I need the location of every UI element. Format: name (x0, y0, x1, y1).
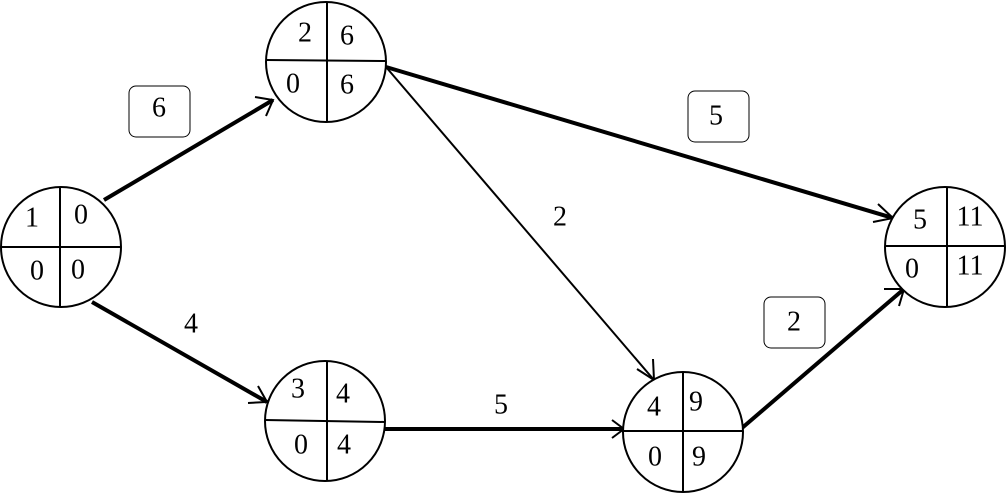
node-5: 5 11 0 11 (884, 186, 1006, 308)
node-slack: 0 (30, 255, 44, 286)
edge-labels: 6 4 5 2 5 2 (128, 85, 826, 420)
node-slack: 0 (286, 68, 300, 99)
edge-label-2-5: 5 (687, 90, 750, 143)
node-1: 1 0 0 0 (0, 186, 122, 308)
duration-box (128, 85, 191, 138)
duration-label: 2 (553, 201, 567, 232)
node-event-number: 1 (25, 202, 39, 233)
node-event-number: 3 (291, 373, 305, 404)
node-slack: 0 (648, 441, 662, 472)
edge-line (385, 65, 894, 220)
node-earliest-time: 6 (340, 20, 354, 51)
duration-label: 5 (709, 100, 723, 131)
edges (91, 65, 906, 439)
node-slack: 0 (294, 429, 308, 460)
edge-label-1-2: 6 (128, 85, 191, 138)
duration-box (763, 296, 826, 349)
node-latest-time: 9 (692, 441, 706, 472)
edge-label-2-4: 2 (553, 201, 567, 232)
edge-line (740, 287, 906, 430)
edge-label-4-5: 2 (763, 296, 826, 349)
node-slack: 0 (905, 253, 919, 284)
node-event-number: 2 (298, 17, 312, 48)
arrow-head-icon (247, 385, 269, 404)
arrow-head-icon (254, 96, 275, 117)
edge-2-5 (385, 65, 896, 223)
edge-1-3 (91, 300, 269, 404)
duration-label: 6 (152, 92, 166, 123)
node-4: 4 9 0 9 (622, 371, 744, 493)
node-divider-horizontal (264, 419, 386, 423)
node-event-number: 4 (647, 391, 661, 422)
edge-label-3-4: 5 (494, 389, 508, 420)
node-latest-time: 0 (71, 254, 85, 285)
edge-line (91, 300, 268, 404)
edge-3-4 (384, 419, 626, 439)
duration-label: 5 (494, 389, 508, 420)
node-3: 3 4 0 4 (264, 360, 386, 482)
edge-line (102, 98, 275, 202)
node-earliest-time: 4 (336, 378, 350, 409)
node-earliest-time: 9 (689, 386, 703, 417)
duration-box (687, 90, 750, 143)
node-latest-time: 4 (337, 429, 351, 460)
node-earliest-time: 0 (74, 199, 88, 230)
node-2: 2 6 0 6 (265, 1, 387, 123)
edge-line (385, 66, 655, 381)
edge-1-2 (102, 96, 275, 202)
duration-label: 2 (787, 306, 801, 337)
node-event-number: 5 (913, 204, 927, 235)
node-earliest-time: 11 (957, 201, 984, 232)
node-latest-time: 11 (957, 250, 984, 281)
edge-2-4 (385, 66, 656, 382)
node-latest-time: 6 (340, 69, 354, 100)
edge-label-1-3: 4 (184, 308, 198, 339)
node-divider-horizontal (265, 59, 387, 62)
duration-label: 4 (184, 308, 198, 339)
